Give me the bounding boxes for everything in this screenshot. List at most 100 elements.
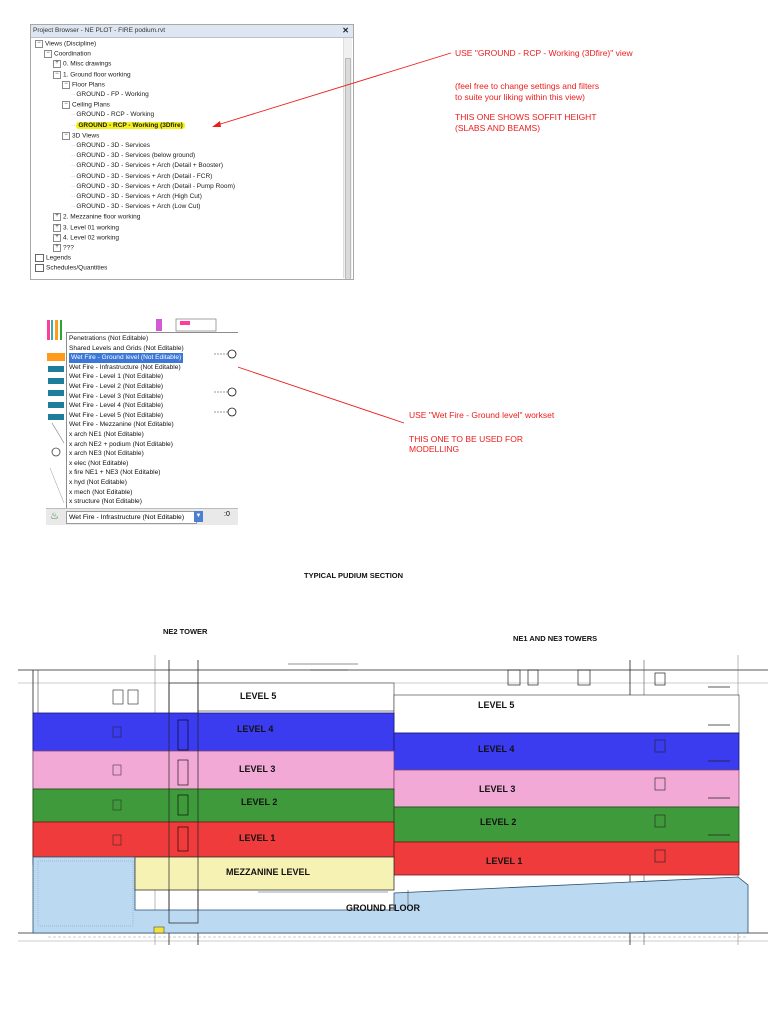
annotation-soffit-1: THIS ONE SHOWS SOFFIT HEIGHT xyxy=(455,112,597,122)
tree-item[interactable]: +4. Level 02 working xyxy=(53,233,120,243)
scrollbar[interactable] xyxy=(343,38,352,279)
collapse-icon[interactable]: − xyxy=(35,40,43,48)
arrowhead-view xyxy=(212,121,221,127)
tree-connector: ·· xyxy=(71,111,76,119)
tree-item[interactable]: Legends xyxy=(35,254,71,263)
ne1-ne3-towers-label: NE1 AND NE3 TOWERS xyxy=(513,634,598,643)
annotation-soffit-2: (SLABS AND BEAMS) xyxy=(455,123,541,133)
tree-item-label: GROUND - FP - Working xyxy=(76,91,149,98)
level-4-right-label: LEVEL 4 xyxy=(478,744,514,754)
tree-item-label: Ceiling Plans xyxy=(72,101,110,109)
workset-count: :0 xyxy=(224,511,230,518)
drawing-side-markers xyxy=(214,349,237,417)
scrollbar-thumb[interactable] xyxy=(345,58,351,279)
tree-item-selected-view[interactable]: ··GROUND - RCP - Working (3Dfire) xyxy=(71,121,185,130)
workset-option[interactable]: Penetrations (Not Editable) xyxy=(69,335,149,342)
folder-icon xyxy=(35,254,44,263)
collapse-icon[interactable]: − xyxy=(62,80,70,89)
tree-connector: ·· xyxy=(71,91,76,98)
collapse-icon[interactable]: − xyxy=(62,131,70,140)
tree-item[interactable]: Schedules/Quantities xyxy=(35,264,107,273)
project-browser-title: Project Browser - NE PLOT - FIRE podium.… xyxy=(31,25,353,38)
collapse-icon[interactable]: − xyxy=(53,70,61,79)
workset-option[interactable]: Wet Fire - Level 3 (Not Editable) xyxy=(69,392,164,400)
tree-item-label: 4. Level 02 working xyxy=(63,234,120,242)
expand-icon[interactable]: + xyxy=(53,223,61,232)
tree-connector: ·· xyxy=(71,182,76,190)
workset-option[interactable]: Wet Fire - Level 2 (Not Editable) xyxy=(69,383,164,390)
workset-current[interactable]: Wet Fire - Infrastructure (Not Editable) xyxy=(66,511,197,524)
workset-option[interactable]: Shared Levels and Grids (Not Editable) xyxy=(69,344,184,352)
expand-icon[interactable]: + xyxy=(53,233,61,242)
workset-option-selected[interactable]: Wet Fire - Ground level (Not Editable) xyxy=(69,353,184,363)
collapse-icon[interactable]: − xyxy=(44,50,52,59)
level-3-right-band xyxy=(393,769,740,808)
tree-item[interactable]: ··GROUND - RCP - Working xyxy=(71,111,154,119)
tree-item-label: Coordination xyxy=(54,50,91,58)
tree-item[interactable]: ··GROUND - 3D - Services + Arch (Detail … xyxy=(71,183,235,191)
chevron-down-icon[interactable]: ▼ xyxy=(194,511,203,522)
tree-item-label: GROUND - RCP - Working (3Dfire) xyxy=(76,121,185,129)
expand-icon[interactable]: + xyxy=(53,213,61,222)
workset-option[interactable]: Wet Fire - Level 5 (Not Editable) xyxy=(69,411,164,419)
workset-option[interactable]: x arch NE1 (Not Editable) xyxy=(69,431,144,438)
tree-item[interactable]: +0. Misc drawings xyxy=(53,60,111,69)
workset-option[interactable]: Wet Fire - Infrastructure (Not Editable) xyxy=(69,363,181,371)
tree-item[interactable]: −Floor Plans xyxy=(62,80,105,90)
tree-item[interactable]: ··GROUND - 3D - Services xyxy=(71,142,150,150)
workset-option[interactable]: x structure (Not Editable) xyxy=(69,498,142,506)
project-browser: Project Browser - NE PLOT - FIRE podium.… xyxy=(30,24,354,280)
annotation-modelling-2: MODELLING xyxy=(409,444,460,454)
close-icon[interactable]: ✕ xyxy=(342,26,349,35)
tree-item-label: ??? xyxy=(63,244,74,252)
tree-item-label: GROUND - 3D - Services (below ground) xyxy=(76,152,196,160)
tree-item[interactable]: ··GROUND - 3D - Services (below ground) xyxy=(71,152,195,160)
tree-item[interactable]: ··GROUND - 3D - Services + Arch (Detail … xyxy=(71,162,223,170)
workset-option[interactable]: x arch NE2 + podium (Not Editable) xyxy=(69,440,173,448)
arrow-to-workset xyxy=(204,355,405,424)
tree-item[interactable]: ··GROUND - 3D - Services + Arch (Low Cut… xyxy=(71,203,200,211)
level-3-right-label: LEVEL 3 xyxy=(479,784,515,794)
tree-item[interactable]: −Ceiling Plans xyxy=(62,101,110,110)
tree-connector: ·· xyxy=(71,142,76,149)
workset-toolbar: ♨ Wet Fire - Infrastructure (Not Editabl… xyxy=(46,508,238,525)
tree-item-label: GROUND - 3D - Services + Arch (High Cut) xyxy=(76,193,202,200)
tree-item[interactable]: +??? xyxy=(53,244,74,253)
tree-item-label: Schedules/Quantities xyxy=(46,265,108,273)
workset-option[interactable]: x hyd (Not Editable) xyxy=(69,479,127,486)
workset-option[interactable]: x mech (Not Editable) xyxy=(69,488,133,496)
workset-option[interactable]: Wet Fire - Mezzanine (Not Editable) xyxy=(69,421,174,429)
drawing-background xyxy=(46,318,68,506)
tree-item[interactable]: +3. Level 01 working xyxy=(53,223,119,233)
tree-connector: ·· xyxy=(71,172,76,180)
workset-icon[interactable]: ♨ xyxy=(50,511,59,522)
pudium-section-drawing: LEVEL 5 LEVEL 4 LEVEL 3 LEVEL 2 LEVEL 1 … xyxy=(18,655,768,945)
tree-connector: ·· xyxy=(71,203,76,211)
tree-item[interactable]: ··GROUND - 3D - Services + Arch (Detail … xyxy=(71,173,212,181)
mezzanine-band xyxy=(134,856,395,891)
tree-item[interactable]: ··GROUND - 3D - Services + Arch (High Cu… xyxy=(71,193,202,201)
tree-item-label: Floor Plans xyxy=(72,81,105,89)
section-title: TYPICAL PUDIUM SECTION xyxy=(304,571,404,580)
tree-item-label: 2. Mezzanine floor working xyxy=(63,214,141,222)
workset-list[interactable]: Penetrations (Not Editable) Shared Levels… xyxy=(66,332,238,510)
workset-option[interactable]: x fire NE1 + NE3 (Not Editable) xyxy=(69,469,161,477)
workset-option[interactable]: Wet Fire - Level 4 (Not Editable) xyxy=(69,402,164,410)
tree-item-label: 0. Misc drawings xyxy=(63,61,112,69)
arrow-to-view xyxy=(213,52,452,127)
expand-icon[interactable]: + xyxy=(53,60,61,69)
tree-item[interactable]: −Coordination xyxy=(44,50,91,59)
workset-option[interactable]: x arch NE3 (Not Editable) xyxy=(69,450,144,458)
level-5-right-label: LEVEL 5 xyxy=(478,700,514,710)
collapse-icon[interactable]: − xyxy=(62,101,70,110)
tree-item[interactable]: −Views (Discipline) xyxy=(35,40,96,49)
tree-item[interactable]: ··GROUND - FP - Working xyxy=(71,91,149,99)
workset-option[interactable]: x elec (Not Editable) xyxy=(69,459,129,467)
tree-item[interactable]: +2. Mezzanine floor working xyxy=(53,213,140,222)
mezzanine-label: MEZZANINE LEVEL xyxy=(226,867,311,877)
workset-option[interactable]: Wet Fire - Level 1 (Not Editable) xyxy=(69,373,164,381)
tree-item[interactable]: −3D Views xyxy=(62,131,99,141)
tree-item[interactable]: −1. Ground floor working xyxy=(53,70,131,80)
expand-icon[interactable]: + xyxy=(53,244,61,252)
